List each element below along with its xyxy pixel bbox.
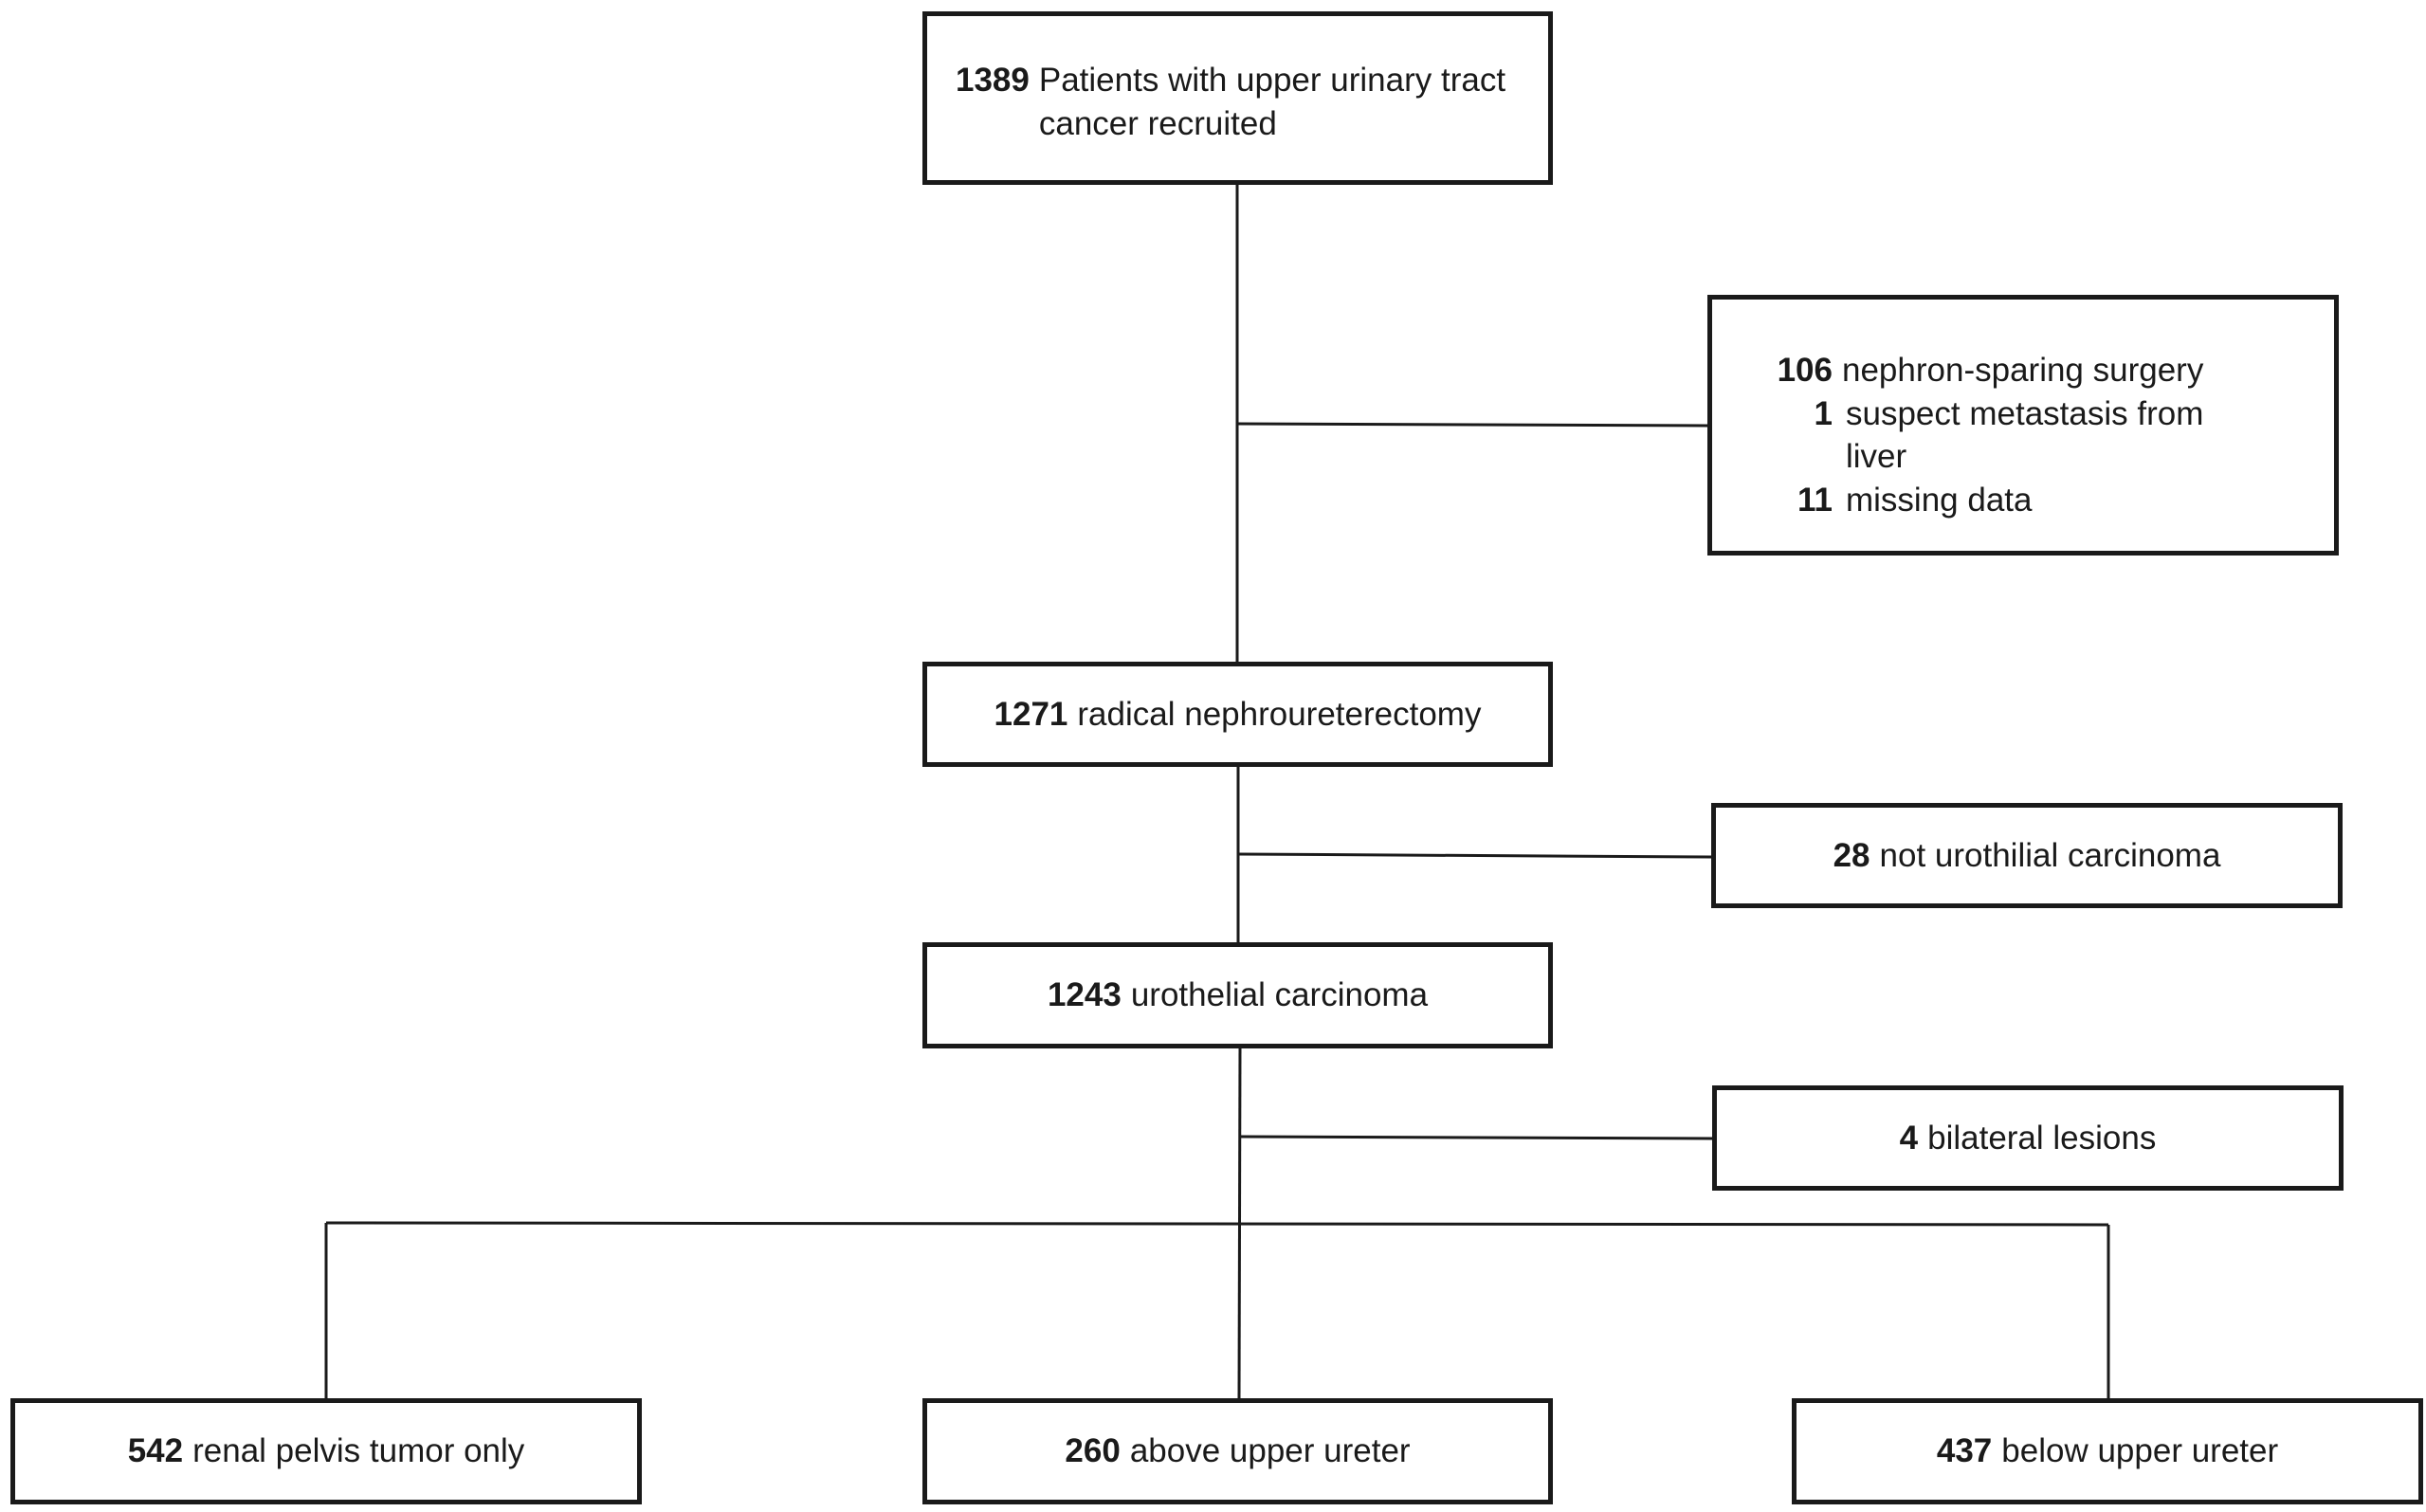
exclusion-label: bilateral lesions xyxy=(1927,1119,2157,1157)
connector-branch-horizontal xyxy=(325,1221,2109,1227)
exclusion-label: missing data xyxy=(1846,481,2033,519)
above-ureter-label: above upper ureter xyxy=(1129,1432,1411,1470)
exclusion-item: 1 suspect metastasis from liver xyxy=(1761,392,2273,479)
above-ureter-count: 260 xyxy=(1065,1432,1121,1470)
above-ureter-box: 260 above upper ureter xyxy=(922,1398,1553,1504)
connector-to-excluded-1 xyxy=(1236,422,1708,428)
connector-to-excluded-3 xyxy=(1239,1135,1713,1140)
exclusion-count: 1 xyxy=(1814,394,1833,432)
exclusion-count: 106 xyxy=(1777,352,1833,389)
rnu-label: radical nephroureterectomy xyxy=(1077,695,1482,733)
recruited-count: 1389 xyxy=(956,62,1030,99)
uc-count: 1243 xyxy=(1047,976,1122,1014)
rnu-box: 1271 radical nephroureterectomy xyxy=(922,662,1553,767)
exclusion-count: 28 xyxy=(1833,836,1870,874)
below-ureter-box: 437 below upper ureter xyxy=(1792,1398,2423,1504)
below-ureter-label: below upper ureter xyxy=(2001,1432,2279,1470)
below-ureter-count: 437 xyxy=(1936,1432,1993,1470)
uc-box: 1243 urothelial carcinoma xyxy=(922,942,1553,1048)
exclusion-box-3: 4 bilateral lesions xyxy=(1712,1085,2344,1191)
exclusion-label: suspect metastasis from liver xyxy=(1846,394,2204,476)
exclusion-count: 4 xyxy=(1899,1119,1919,1157)
exclusion-item: 106 nephron-sparing surgery xyxy=(1761,349,2273,392)
exclusion-label: nephron-sparing surgery xyxy=(1842,352,2204,389)
exclusion-label: not urothilial carcinoma xyxy=(1879,836,2221,874)
recruited-box: 1389 Patients with upper urinary tract c… xyxy=(922,11,1553,185)
exclusion-box-2: 28 not urothilial carcinoma xyxy=(1711,803,2343,908)
renal-pelvis-label: renal pelvis tumor only xyxy=(192,1432,525,1470)
connector-to-excluded-2 xyxy=(1237,852,1712,859)
rnu-count: 1271 xyxy=(994,695,1068,733)
exclusion-count: 11 xyxy=(1797,481,1833,519)
uc-label: urothelial carcinoma xyxy=(1130,976,1429,1014)
renal-pelvis-count: 542 xyxy=(127,1432,184,1470)
exclusion-box-1: 106 nephron-sparing surgery 1 suspect me… xyxy=(1707,295,2339,556)
recruited-label: Patients with upper urinary tract cancer… xyxy=(1038,62,1506,142)
renal-pelvis-box: 542 renal pelvis tumor only xyxy=(10,1398,642,1504)
exclusion-item: 11 missing data xyxy=(1761,479,2273,522)
